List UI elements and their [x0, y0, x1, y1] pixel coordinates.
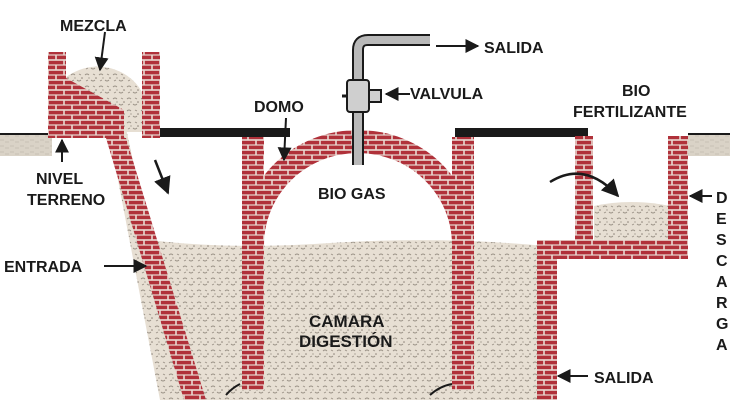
label-nivel-terreno-2: TERRENO	[27, 192, 105, 209]
ground-left	[0, 134, 52, 156]
slab-left	[160, 128, 290, 137]
flow-arrow-bottom-right	[429, 383, 453, 396]
valve-body	[346, 79, 370, 113]
descarga-letter: G	[716, 316, 728, 333]
inlet-sludge	[66, 78, 185, 400]
flow-arrow-overflow	[549, 172, 620, 198]
outlet-inner-post	[575, 136, 593, 246]
label-bio-gas: BIO GAS	[318, 186, 386, 203]
label-domo: DOMO	[254, 99, 304, 116]
label-valvula: VALVULA	[410, 86, 484, 103]
descarga-letter: S	[716, 232, 727, 249]
fertilizer-sludge	[594, 202, 670, 240]
inlet-left-post	[48, 52, 66, 138]
descarga-letter: D	[716, 190, 728, 207]
label-salida-gas: SALIDA	[484, 40, 544, 57]
leader-domo	[277, 117, 292, 162]
descarga-letter: A	[716, 274, 728, 291]
valve-handle[interactable]	[368, 89, 382, 103]
label-entrada: ENTRADA	[4, 259, 83, 276]
outlet-wall	[537, 240, 557, 400]
leader-mezcla	[94, 31, 109, 72]
flow-arrow-bottom-left	[225, 383, 241, 396]
outlet-floor	[540, 240, 688, 259]
descarga-letter: E	[716, 211, 727, 228]
descarga-letter: R	[716, 295, 728, 312]
inlet-right-post	[142, 52, 160, 138]
label-bio-fertilizante-1: BIO	[622, 83, 650, 100]
slab-right	[455, 128, 588, 137]
label-descarga: D E S C A R G A	[716, 190, 728, 354]
dome-arch	[242, 130, 474, 270]
label-mezcla: MEZCLA	[60, 18, 127, 35]
label-camara-2: DIGESTIÓN	[299, 332, 393, 351]
label-camara-1: CAMARA	[309, 312, 385, 331]
descarga-letter: A	[716, 337, 728, 354]
label-nivel-terreno-1: NIVEL	[36, 171, 83, 188]
label-salida-lodo: SALIDA	[594, 370, 654, 387]
outlet-outer-wall	[668, 136, 688, 259]
gas-pipe-fill	[354, 36, 430, 165]
descarga-letter: C	[716, 253, 728, 270]
inlet-funnel	[66, 78, 124, 138]
flow-arrow-inlet	[153, 159, 171, 195]
ground-right	[688, 134, 730, 156]
inlet-wall	[106, 138, 206, 400]
label-bio-fertilizante-2: FERTILIZANTE	[573, 104, 687, 121]
